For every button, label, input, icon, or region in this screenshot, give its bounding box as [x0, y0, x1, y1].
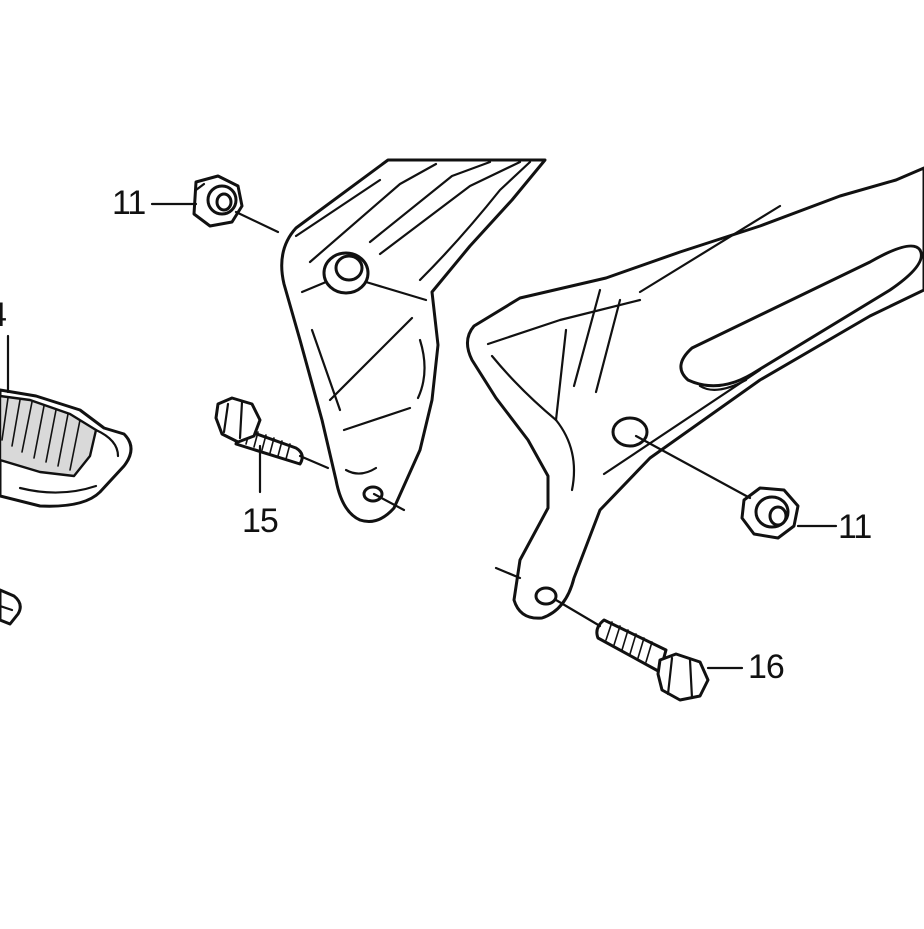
callout-11-top: 11	[112, 184, 146, 222]
callout-4: 4	[0, 298, 7, 332]
callout-11-right: 11	[838, 508, 872, 546]
bolt-16	[595, 618, 710, 702]
left-bracket	[280, 158, 547, 523]
callout-15: 15	[242, 502, 279, 540]
leader-lines	[6, 202, 838, 670]
flange-nut-top	[192, 174, 244, 228]
footpeg	[0, 388, 133, 626]
flange-nut-right	[740, 486, 800, 540]
callout-16: 16	[748, 648, 785, 686]
right-bracket	[466, 166, 924, 620]
